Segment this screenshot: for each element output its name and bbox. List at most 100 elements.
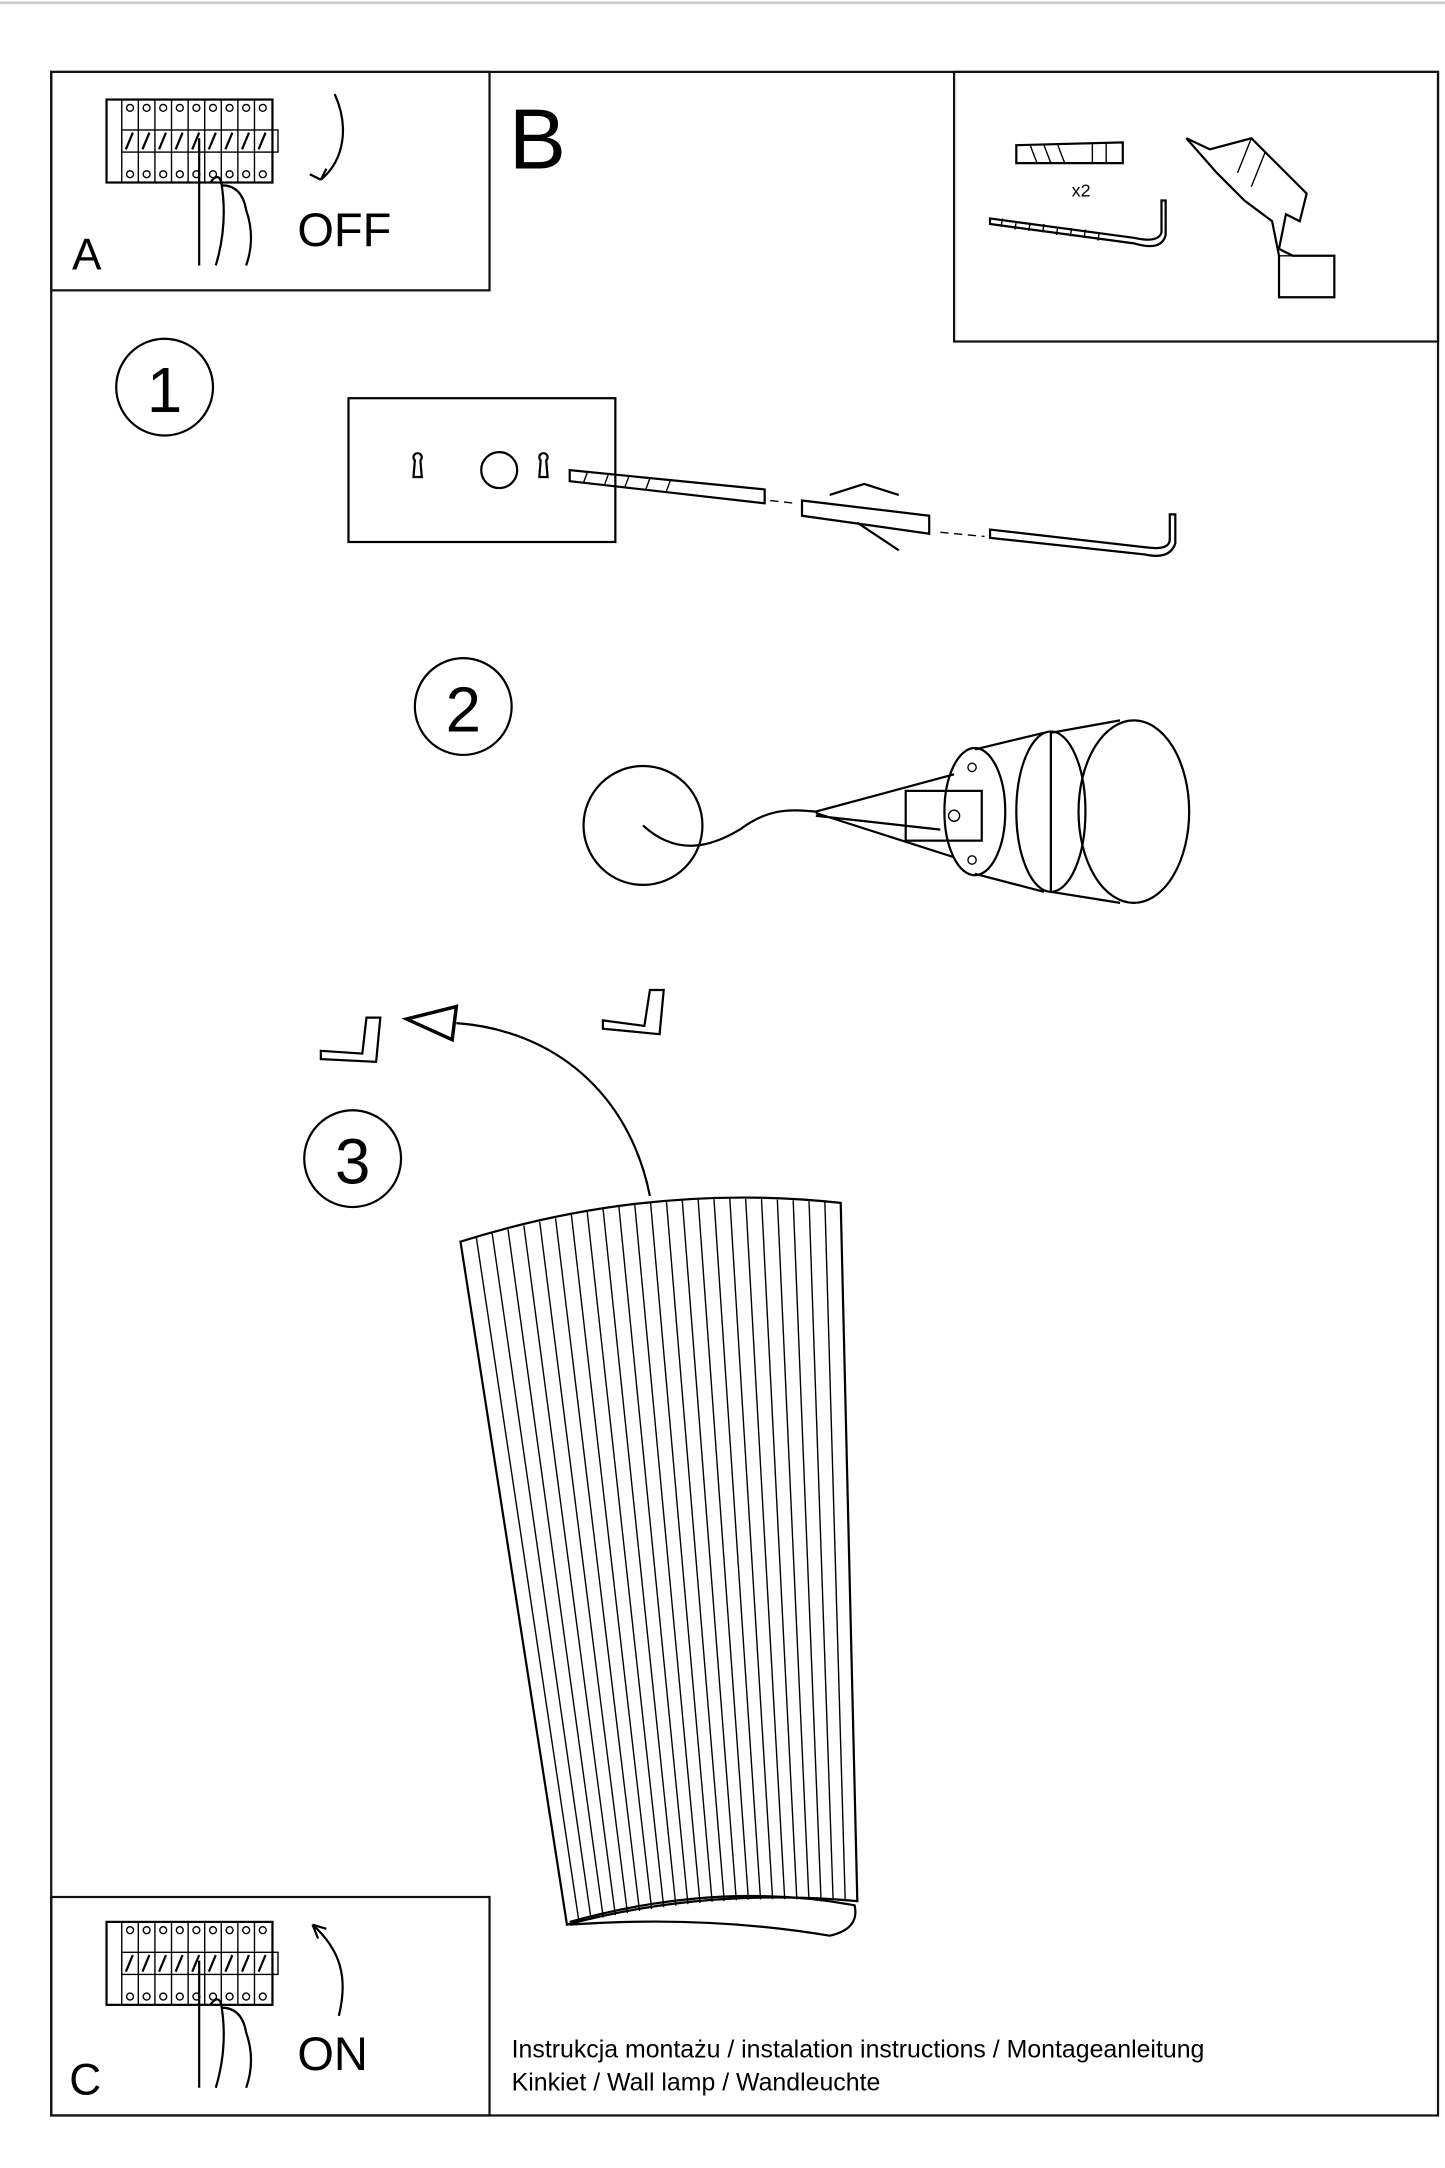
breaker-screw	[175, 1926, 184, 1935]
step-2-number: 2	[446, 674, 481, 745]
breaker-screw	[242, 170, 251, 179]
lamp-pleat	[602, 1209, 677, 1906]
breaker-screw	[142, 103, 151, 112]
panel-b-letter: B	[509, 92, 566, 188]
breaker-body	[105, 98, 274, 184]
breaker-screw	[225, 1992, 234, 2001]
lamp-pleat	[586, 1211, 665, 1908]
breaker-screw	[125, 1992, 135, 2001]
breaker-switch	[191, 1954, 201, 1973]
breaker-switch	[224, 1954, 234, 1973]
off-label: OFF	[297, 203, 391, 256]
breaker-switch	[224, 132, 234, 150]
breaker-switch	[191, 132, 201, 150]
wall-plug-icon	[1015, 141, 1124, 165]
lamp-pleat	[744, 1198, 786, 1900]
breaker-screw	[125, 170, 135, 179]
step-2: 2	[413, 657, 1191, 904]
on-label: ON	[297, 2027, 367, 2080]
hand-icon	[198, 138, 253, 266]
breaker-screw	[242, 1992, 251, 2001]
breaker-screw	[258, 170, 267, 179]
keyhole-icon	[412, 452, 549, 479]
lamp-pleat	[539, 1221, 629, 1914]
lamp-canopy-icon	[904, 719, 1191, 904]
breaker-screw	[225, 103, 234, 112]
breaker-screw	[142, 1926, 151, 1935]
lamp-pleat	[729, 1198, 774, 1900]
outer-frame	[50, 70, 1440, 2117]
lamp-pleat	[634, 1204, 701, 1903]
hook-left-icon	[319, 1016, 382, 1064]
lamp-pleat	[824, 1201, 846, 1901]
lamp-pleat	[760, 1199, 798, 1900]
breaker-screw	[258, 103, 267, 112]
lamp-pleat	[713, 1199, 762, 1900]
breaker-switch	[241, 1954, 250, 1973]
junction-box-icon	[582, 764, 704, 887]
breaker-switch	[257, 132, 267, 150]
breaker-screw	[175, 103, 184, 112]
quantity-label: x2	[1072, 180, 1091, 200]
breaker-screw	[208, 170, 218, 179]
breaker-screw	[159, 1992, 168, 2001]
footer-title: Instrukcja montażu / instalation instruc…	[512, 2035, 1205, 2063]
panel-a: A OFF	[50, 70, 491, 292]
lamp-pleat	[681, 1200, 738, 1901]
dowel-icon	[800, 482, 931, 552]
breaker-screw	[208, 103, 218, 112]
hook-screw-icon	[988, 513, 1177, 557]
footer-subtitle: Kinkiet / Wall lamp / Wandleuchte	[512, 2069, 881, 2097]
breaker-screw	[208, 1926, 218, 1935]
breaker-switch	[158, 1954, 168, 1973]
lamp-pleat	[792, 1200, 822, 1900]
breaker-screw	[208, 1992, 218, 2001]
arrow-head-icon	[401, 1004, 459, 1043]
breaker-screw	[175, 1992, 184, 2001]
arc-arrow	[456, 1022, 651, 1197]
breaker-switch	[207, 1954, 217, 1973]
step-3: 3	[303, 988, 859, 1937]
lamp-pleat	[665, 1201, 725, 1902]
breaker-switch	[207, 132, 217, 150]
breaker-screw	[225, 170, 234, 179]
drill-icon	[1185, 137, 1336, 299]
hand-icon	[198, 1960, 253, 2089]
hook-right-icon	[601, 988, 665, 1036]
breaker-screw	[242, 1926, 251, 1935]
breaker-screw	[192, 103, 201, 112]
drill-bit-icon	[568, 468, 766, 505]
breaker-switch	[124, 132, 134, 150]
lamp-shade	[459, 1196, 859, 1937]
step-3-number: 3	[335, 1127, 370, 1198]
breaker-switch	[141, 1954, 151, 1973]
lamp-pleat	[475, 1237, 580, 1923]
breaker-screw	[159, 170, 168, 179]
lamp-pleat	[570, 1214, 653, 1910]
breaker-screw	[192, 1926, 201, 1935]
step-1: 1	[115, 337, 1177, 557]
breaker-screw	[242, 103, 251, 112]
panel-c-letter: C	[69, 2056, 101, 2105]
breaker-screw	[159, 103, 168, 112]
breaker-screw	[142, 170, 151, 179]
breaker-switch	[141, 132, 151, 150]
panel-c: C ON	[50, 1895, 491, 2117]
lamp-pleat	[523, 1225, 617, 1916]
breaker-screw	[125, 103, 135, 112]
breaker-panel-icon	[105, 1920, 279, 2089]
lamp-pleat	[697, 1199, 750, 1900]
breaker-switch	[158, 132, 168, 150]
lamp-pleat	[491, 1233, 592, 1920]
lamp-pleat	[776, 1199, 810, 1900]
breaker-screw	[258, 1992, 267, 2001]
panel-a-letter: A	[72, 231, 102, 280]
breaker-switch	[257, 1954, 267, 1973]
mounting-plate	[347, 397, 617, 544]
breaker-panel-icon	[105, 98, 279, 266]
wires-icon	[642, 773, 955, 859]
breaker-screw	[225, 1926, 234, 1935]
lamp-pleat	[649, 1202, 713, 1902]
breaker-screw	[125, 1926, 135, 1935]
